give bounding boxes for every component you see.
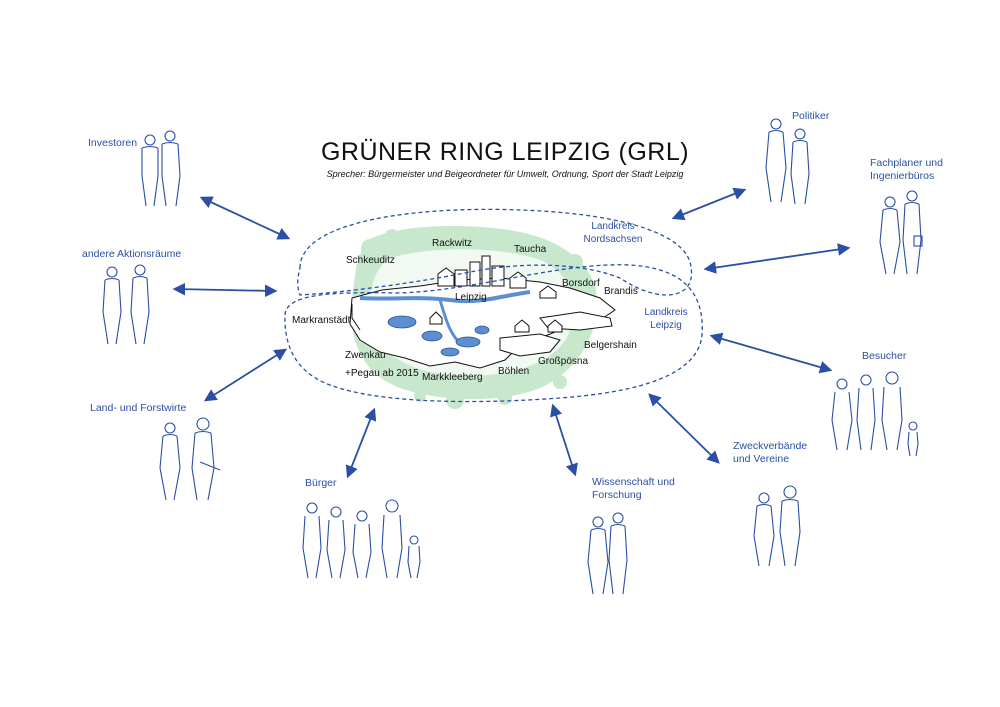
- actor-fachplaner: Fachplaner und Ingenierbüros: [870, 157, 943, 183]
- town-rackwitz: Rackwitz: [432, 238, 473, 249]
- region-nordsachsen: Landkreis Nordsachsen: [578, 220, 648, 246]
- fachplaner-figures: [879, 190, 923, 275]
- people-figures: [102, 118, 923, 595]
- arrow-politiker: [671, 187, 747, 221]
- boundary-leipzig: [284, 264, 703, 403]
- town-belgershain: Belgershain: [584, 340, 637, 351]
- arrow-fachplaner: [703, 243, 851, 274]
- actor-wissenschaft: Wissenschaft und Forschung: [592, 476, 675, 502]
- town-schkeuditz: Schkeuditz: [346, 255, 395, 266]
- town-taucha: Taucha: [514, 244, 547, 255]
- region-leipzig-line2: Leipzig: [650, 320, 682, 331]
- actor-wissenschaft-line1: Wissenschaft und: [592, 476, 675, 488]
- actor-zweckverbaende-line1: Zweckverbände: [733, 440, 808, 452]
- town-markranstaedt: Markranstädt: [292, 315, 351, 326]
- city-skyline: [429, 255, 563, 333]
- politiker-figures: [765, 118, 810, 205]
- town-leipzig: Leipzig: [455, 292, 487, 303]
- arrow-landforst: [203, 348, 288, 402]
- arrow-buerger: [345, 407, 377, 479]
- aktionsraeume-figures: [102, 264, 150, 345]
- actor-zweckverbaende-line2: und Vereine: [733, 453, 790, 466]
- town-borsdorf: Borsdorf: [562, 278, 600, 289]
- buerger-figures: [302, 499, 421, 579]
- actor-aktionsraeume: andere Aktionsräume: [82, 248, 182, 260]
- town-markkleeberg: Markkleeberg: [422, 372, 483, 383]
- arrow-wissenschaft: [550, 403, 578, 477]
- page-title: GRÜNER RING LEIPZIG (GRL): [320, 138, 690, 166]
- town-zwenkau: Zwenkau: [345, 350, 386, 361]
- actor-landforst: Land- und Forstwirte: [90, 402, 187, 414]
- boundary-nordsachsen: [297, 208, 693, 296]
- region-nordsachsen-line1: Landkreis: [591, 221, 635, 232]
- region-nordsachsen-line2: Nordsachsen: [583, 234, 643, 245]
- town-grosspoesna: Großpösna: [538, 356, 589, 367]
- wissenschaft-figures: [587, 512, 628, 595]
- zweckverbaende-figures: [753, 485, 801, 567]
- town-boehlen: Böhlen: [498, 366, 530, 377]
- town-pegau: +Pegau ab 2015: [345, 368, 419, 379]
- connection-arrows: [172, 187, 851, 479]
- actor-wissenschaft-line2: Forschung: [592, 489, 642, 502]
- actor-fachplaner-line2: Ingenierbüros: [870, 170, 935, 183]
- arrow-zweckverbaende: [648, 393, 720, 464]
- arrow-aktionsraeume: [172, 282, 278, 298]
- actor-buerger: Bürger: [305, 477, 337, 489]
- region-leipzig-line1: Landkreis: [644, 307, 688, 318]
- region-leipzig: Landkreis Leipzig: [636, 306, 696, 332]
- besucher-figures: [831, 371, 919, 457]
- town-brandis: Brandis: [604, 286, 638, 297]
- landforst-figures: [159, 417, 221, 501]
- actor-politiker: Politiker: [792, 110, 830, 122]
- page-subtitle: Sprecher: Bürgermeister und Beigeordnete…: [326, 169, 684, 179]
- water-bodies: [359, 290, 531, 357]
- arrow-besucher: [709, 332, 833, 374]
- actor-besucher: Besucher: [862, 350, 907, 362]
- actor-fachplaner-line1: Fachplaner und: [870, 157, 943, 169]
- investoren-figures: [141, 130, 181, 207]
- actor-investoren: Investoren: [88, 137, 138, 149]
- arrow-investoren: [199, 196, 291, 240]
- actor-zweckverbaende: Zweckverbände und Vereine: [733, 440, 807, 466]
